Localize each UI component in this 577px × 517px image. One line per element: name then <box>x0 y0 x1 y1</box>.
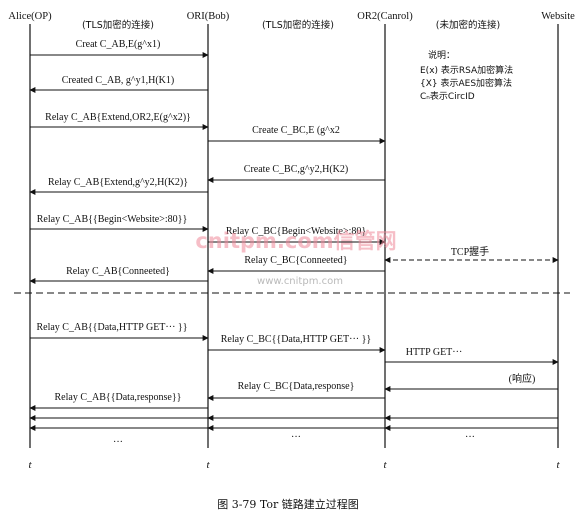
legend-line-circid: Cₙ表示CircID <box>420 90 475 102</box>
channel-label-or2-website: (未加密的连接) <box>436 19 500 31</box>
time-label-alice: t <box>28 459 32 471</box>
message-label-2: Created C_AB, g^y1,H(K1) <box>62 75 174 86</box>
message-label-6: Relay C_AB{Extend,g^y2,H(K2)} <box>48 177 188 188</box>
participant-or2: OR2(Canrol) <box>357 11 413 22</box>
participant-website: Website <box>541 11 575 22</box>
watermark-url: www.cnitpm.com <box>257 276 343 287</box>
message-label-14: HTTP GET··· <box>406 347 463 358</box>
ellipsis-or1-or2: ··· <box>291 432 301 443</box>
ellipsis-or2-website: ··· <box>465 432 475 443</box>
message-label-4: Create C_BC,E (g^x2 <box>252 125 340 136</box>
message-label-9: TCP握手 <box>451 245 489 258</box>
time-label-website: t <box>556 459 560 471</box>
channel-label-alice-or1: (TLS加密的连接) <box>82 19 154 31</box>
message-group: Creat C_AB,E(g^x1) Created C_AB, g^y1,H(… <box>29 39 559 431</box>
time-label-or2: t <box>383 459 387 471</box>
participant-or1: ORI(Bob) <box>187 11 230 22</box>
message-label-7: Relay C_AB{{Begin<Website>:80}} <box>37 214 188 225</box>
legend-title: 说明： <box>428 49 455 61</box>
message-label-11: Relay C_AB{Conneeted} <box>66 266 170 277</box>
message-label-8: Relay C_BC{Begin<Website>:80} <box>226 226 366 237</box>
message-label-15: (响应) <box>509 372 536 385</box>
participant-alice: Alice(OP) <box>8 11 52 22</box>
message-label-17: Relay C_AB{{Data,response}} <box>55 392 182 403</box>
message-label-10: Relay C_BC{Conneeted} <box>244 255 347 266</box>
legend-line-rsa: E(x) 表示RSA加密算法 <box>420 64 513 76</box>
message-label-3: Relay C_AB{Extend,OR2,E(g^x2)} <box>45 112 191 123</box>
ellipsis-alice-or1: ··· <box>113 437 123 448</box>
time-label-or1: t <box>206 459 210 471</box>
message-label-13: Relay C_BC{{Data,HTTP GET··· }} <box>221 334 371 345</box>
figure-caption: 图 3-79 Tor 链路建立过程图 <box>217 497 359 511</box>
message-label-12: Relay C_AB{{Data,HTTP GET··· }} <box>36 322 187 333</box>
watermark-logo: cnitpm.com信管网 <box>195 229 396 253</box>
message-label-5: Create C_BC,g^y2,H(K2) <box>244 164 348 175</box>
message-label-16: Relay C_BC{Data,response} <box>238 381 355 392</box>
message-label-1: Creat C_AB,E(g^x1) <box>76 39 161 50</box>
channel-label-or1-or2: (TLS加密的连接) <box>262 19 334 31</box>
legend-line-aes: {X} 表示AES加密算法 <box>420 77 512 89</box>
